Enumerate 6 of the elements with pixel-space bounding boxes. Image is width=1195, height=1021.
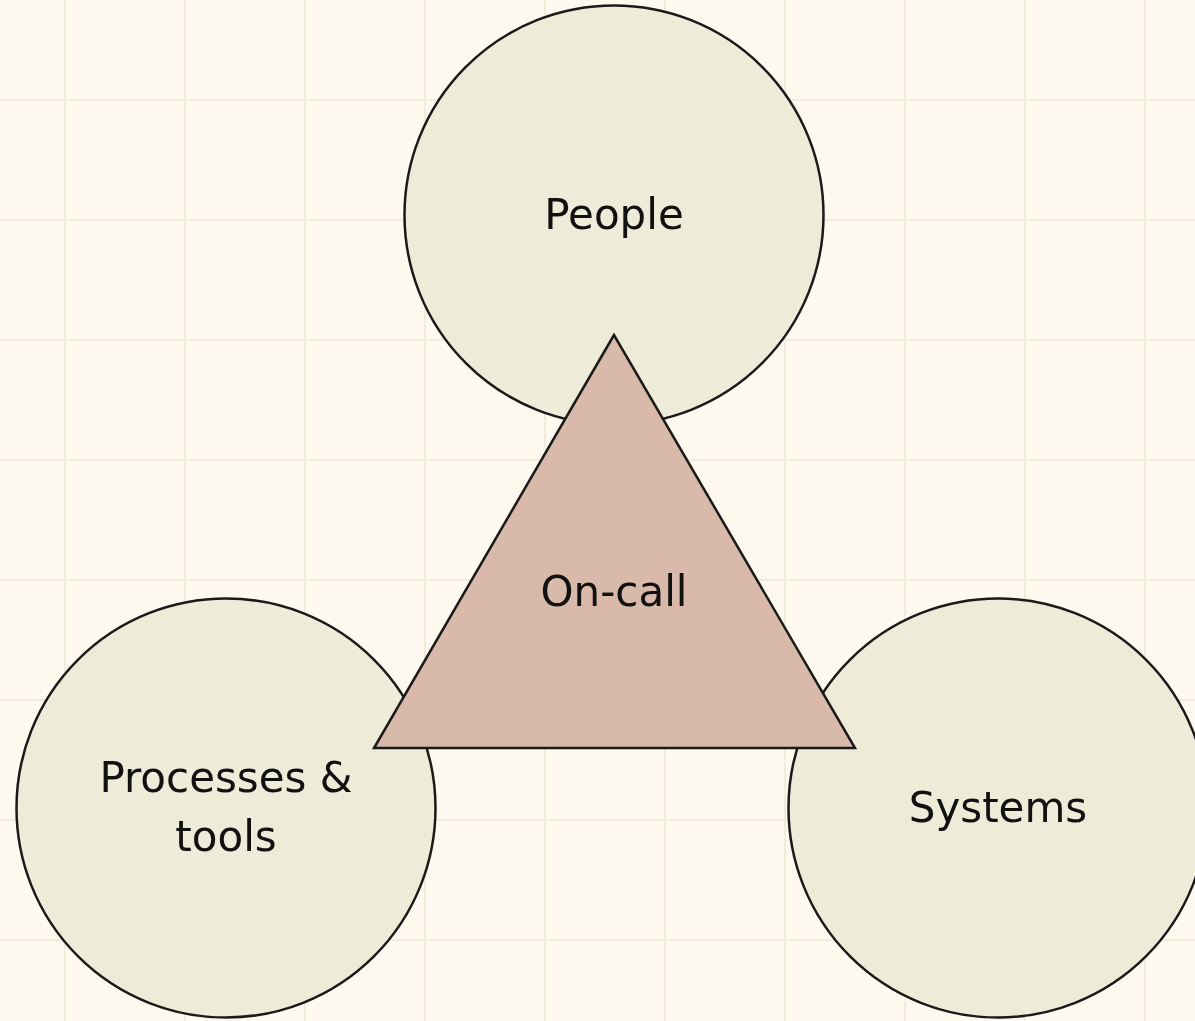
node-label: Systems bbox=[907, 781, 1089, 834]
triangle-node bbox=[374, 335, 855, 748]
node-label: Processes & tools bbox=[98, 752, 354, 863]
node-label: People bbox=[543, 188, 685, 241]
node-label: On-call bbox=[539, 565, 689, 618]
circle-node bbox=[15, 597, 437, 1019]
